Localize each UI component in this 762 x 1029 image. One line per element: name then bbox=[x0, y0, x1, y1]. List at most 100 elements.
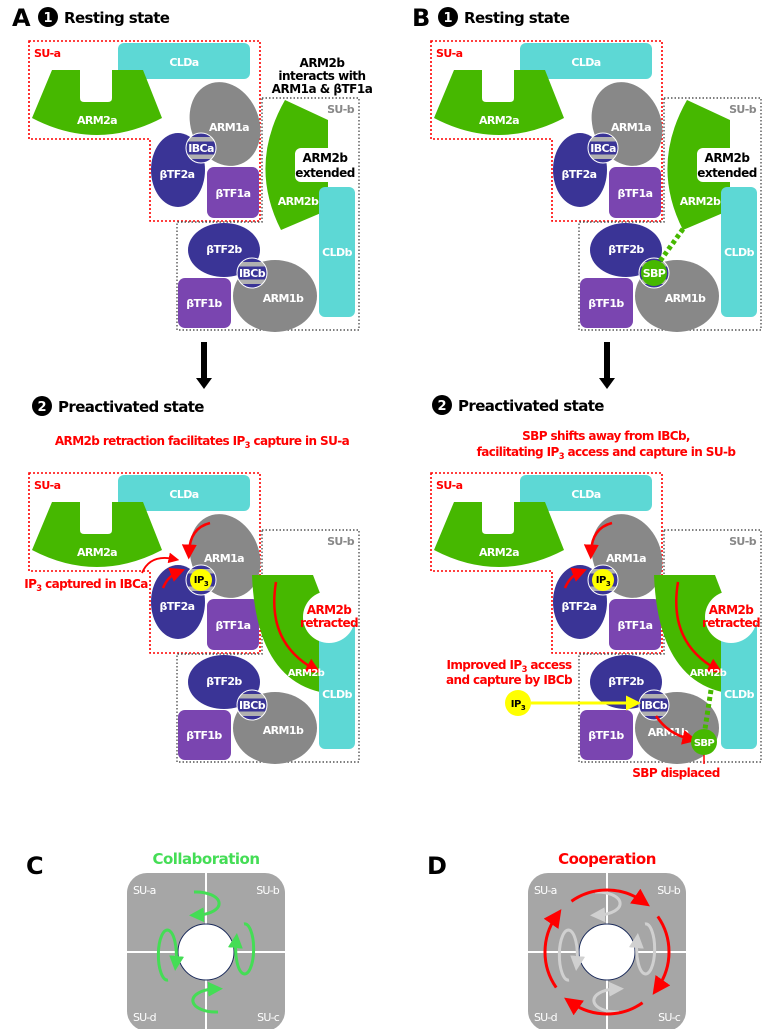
panel-letter: D bbox=[427, 852, 447, 880]
panel-letter: C bbox=[26, 852, 44, 880]
arm2b-extended-label-2: extended bbox=[697, 166, 757, 180]
step-number: 1 bbox=[43, 11, 52, 26]
ip3-label: IP3 bbox=[194, 575, 209, 588]
panel-b-preactivated-caption-2-text: facilitating IP bbox=[477, 445, 560, 459]
arm2b-label: ARM2b bbox=[288, 668, 325, 679]
step-number-badge bbox=[432, 395, 452, 415]
btf1b-label: βTF1b bbox=[186, 297, 222, 310]
panel-title: Collaboration bbox=[152, 850, 259, 868]
ip3-captured-label-text: IP bbox=[24, 577, 37, 591]
sbp-domain bbox=[691, 729, 717, 755]
panel-a-preactivated-caption: ARM2b retraction facilitates IP3 capture… bbox=[55, 434, 350, 450]
arm2a-label: ARM2a bbox=[479, 114, 519, 127]
ip3-label-subscript: 3 bbox=[521, 704, 526, 712]
arm2b-extended-callout bbox=[295, 148, 357, 182]
arm2a-label: ARM2a bbox=[77, 546, 117, 559]
ibca-binding-core bbox=[587, 132, 619, 164]
cldb-domain bbox=[319, 187, 355, 317]
down-arrow-shaft bbox=[201, 342, 207, 379]
btf1b-domain bbox=[178, 710, 231, 760]
su-b-label: SU-b bbox=[729, 535, 757, 548]
improved-access-label-2: and capture by IBCb bbox=[446, 673, 573, 687]
arm2b-retraction-arrow bbox=[273, 581, 321, 673]
arm2b-label: ARM2b bbox=[690, 668, 727, 679]
su-a-label: SU-a bbox=[34, 47, 61, 60]
btf2a-label: βTF2a bbox=[562, 600, 597, 613]
arm1b-label: ARM1b bbox=[665, 292, 706, 305]
step-number-badge bbox=[38, 7, 58, 27]
arm2b-label: ARM2b bbox=[680, 195, 721, 208]
arm2a-domain bbox=[32, 502, 162, 567]
step-title: Resting state bbox=[64, 9, 170, 27]
arm2b-retracted-label: ARM2b bbox=[307, 603, 352, 617]
su-b-boundary bbox=[578, 97, 762, 331]
ip3-molecule-free bbox=[505, 690, 531, 716]
cooperation-arrow-right bbox=[652, 915, 671, 995]
arm2b-retracted-callout bbox=[303, 591, 355, 643]
panel-a-preactivated-caption-subscript: 3 bbox=[245, 440, 251, 450]
panel-b-preactivated-caption-1: SBP shifts away from IBCb, bbox=[522, 429, 690, 443]
arm2b-retracted-label-2: retracted bbox=[300, 616, 358, 630]
arm2a-label: ARM2a bbox=[77, 114, 117, 127]
ip3-captured-label: IP3 captured in IBCa bbox=[24, 577, 148, 593]
panel-A-1-diagram: SU-aSU-bCLDaARM2aARM1aβTF2aβTF1aARM2bint… bbox=[28, 40, 373, 332]
su-a-label: SU-a bbox=[34, 479, 61, 492]
cldb-label: CLDb bbox=[322, 246, 352, 259]
btf2b-label: βTF2b bbox=[206, 243, 242, 256]
arm2b-retracted-callout bbox=[705, 591, 757, 643]
btf1a-domain bbox=[609, 599, 661, 650]
cldb-label: CLDb bbox=[322, 688, 352, 701]
cldb-domain bbox=[721, 187, 757, 317]
su-b-label: SU-b bbox=[729, 103, 757, 116]
quadrant-label-su-c: SU-c bbox=[658, 1011, 681, 1024]
btf2a-motion-arrow bbox=[161, 567, 185, 589]
cooperation-arrow-top bbox=[570, 888, 650, 907]
ibca-binding-core bbox=[185, 132, 217, 164]
btf1a-domain bbox=[207, 167, 259, 218]
arm2b-interaction-note: ARM2b bbox=[300, 56, 346, 70]
su-b-boundary bbox=[176, 97, 360, 331]
ip3-label-subscript: 3 bbox=[606, 580, 611, 588]
btf1a-label: βTF1a bbox=[216, 187, 251, 200]
ibca-label: IBCa bbox=[590, 142, 616, 155]
panel-b-preactivated-caption-2: facilitating IP3 access and capture in S… bbox=[477, 445, 737, 461]
step-number-badge bbox=[438, 7, 458, 27]
improved-access-label-text-rest: access bbox=[527, 658, 572, 672]
btf1a-domain bbox=[207, 599, 259, 650]
su-a-boundary bbox=[430, 472, 663, 654]
subunit-rotation-arrow-right bbox=[227, 922, 256, 976]
sbp-shift-arrow bbox=[654, 715, 698, 745]
transition-arrow-b bbox=[599, 342, 615, 389]
arm2b-label: ARM2b bbox=[278, 195, 319, 208]
arm2a-domain bbox=[434, 502, 564, 567]
panel-title: Cooperation bbox=[558, 850, 656, 868]
ibca-label: IBCa bbox=[188, 142, 214, 155]
clda-domain bbox=[520, 475, 652, 511]
cldb-domain bbox=[721, 619, 757, 749]
improved-access-label-subscript: 3 bbox=[522, 664, 528, 674]
arm2b-extended-label-2: extended bbox=[295, 166, 355, 180]
cldb-label: CLDb bbox=[724, 688, 754, 701]
arm1a-label: ARM1a bbox=[611, 121, 651, 134]
arm1a-motion-arrow bbox=[181, 521, 211, 560]
down-arrow-shaft bbox=[604, 342, 610, 379]
arm2a-label: ARM2a bbox=[479, 546, 519, 559]
arm1b-label: ARM1b bbox=[263, 292, 304, 305]
sbp-label: SBP bbox=[694, 738, 715, 749]
cldb-label: CLDb bbox=[724, 246, 754, 259]
step-title: Preactivated state bbox=[58, 398, 204, 416]
ip3-label-text: IP bbox=[511, 699, 521, 710]
subunit-rotation-arrow-left bbox=[156, 928, 185, 982]
arm2b-extended-label: ARM2b bbox=[303, 151, 349, 165]
central-pore bbox=[578, 923, 636, 981]
improved-access-label: Improved IP3 access bbox=[446, 658, 572, 674]
panel-letter: B bbox=[412, 4, 430, 32]
ip3-captured-label-subscript: 3 bbox=[36, 583, 42, 593]
panel-b-preactivated-caption-2-subscript: 3 bbox=[559, 451, 565, 461]
quadrant-label-su-d: SU-d bbox=[534, 1011, 557, 1024]
su-b-boundary bbox=[578, 529, 762, 763]
ibcb-binding-core bbox=[236, 689, 268, 721]
